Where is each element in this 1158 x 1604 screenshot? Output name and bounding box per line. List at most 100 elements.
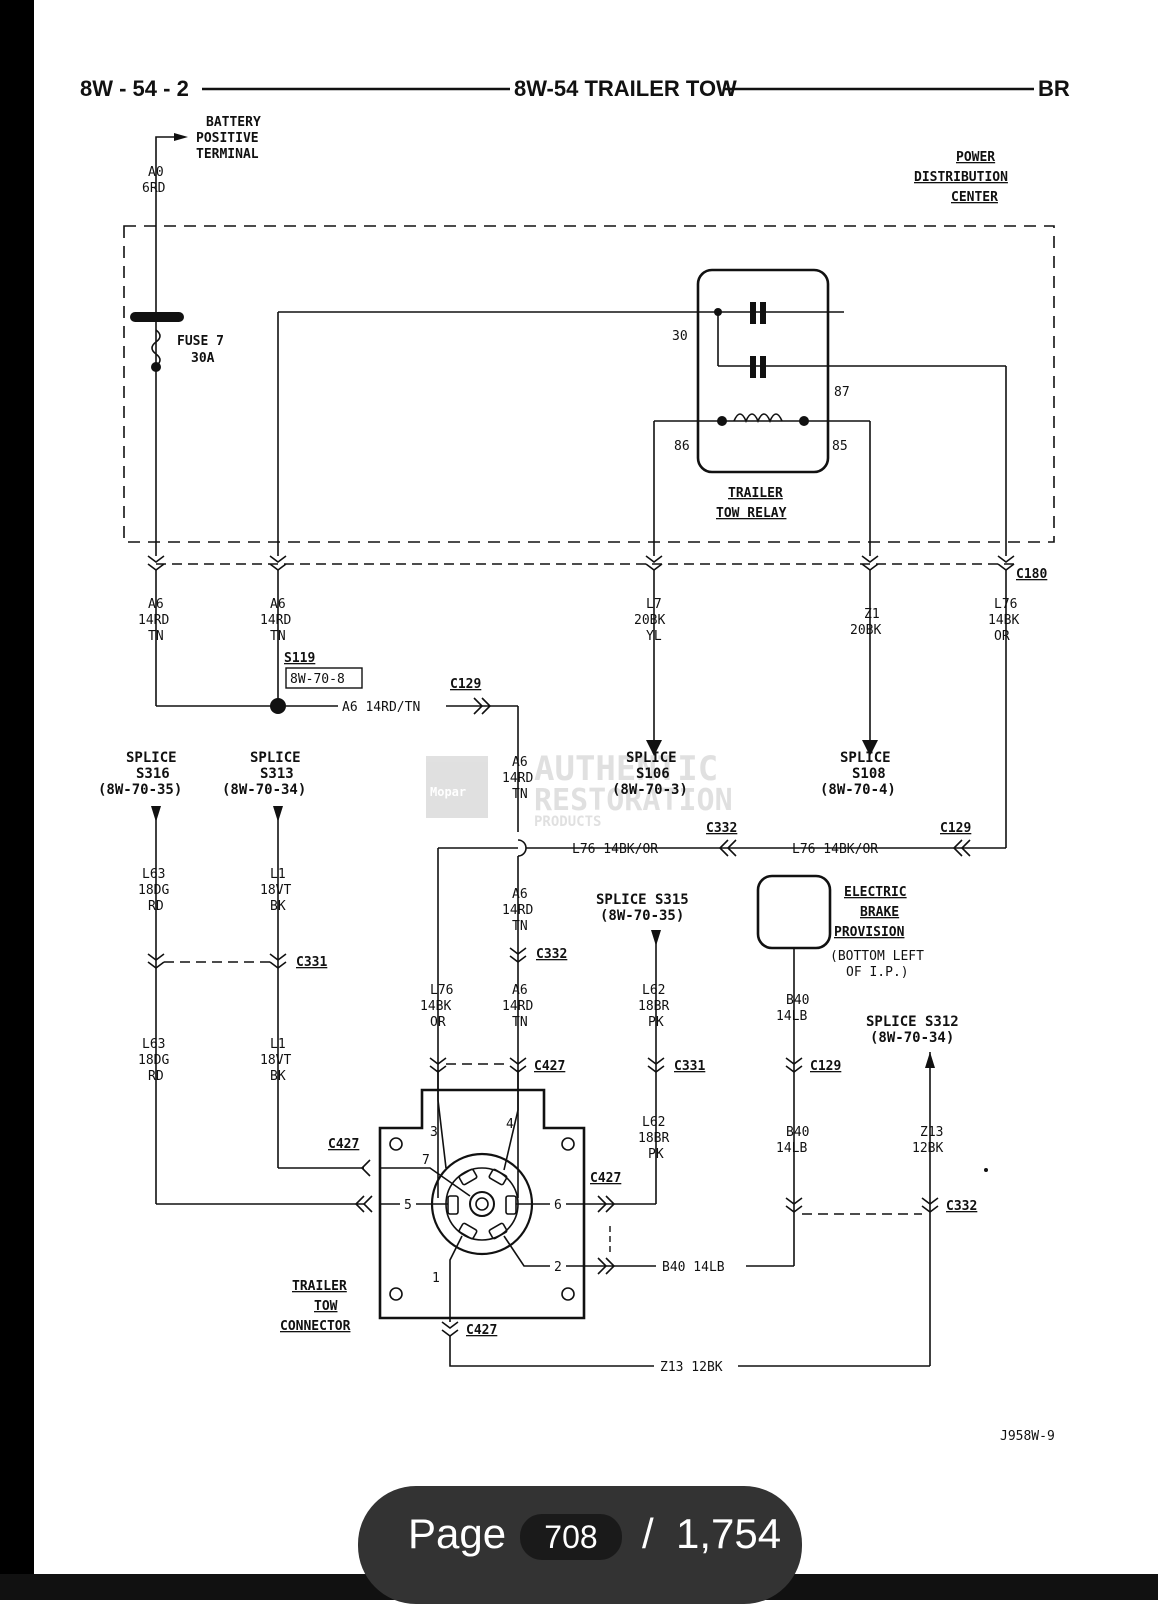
splice-s316-line3: (8W-70-35) — [98, 782, 182, 798]
connector-pin-1: 1 — [432, 1271, 440, 1286]
c180-label: C180 — [1016, 567, 1047, 582]
c129-label-right: C129 — [940, 821, 971, 836]
wire-l76-right-label: L76 14BK/OR — [792, 842, 878, 857]
splice-s108-line1: SPLICE — [840, 750, 891, 766]
svg-text:AUTHENTIC: AUTHENTIC — [534, 749, 718, 789]
splice-s312-line1: SPLICE S312 — [866, 1014, 959, 1030]
splice-s316-line2: S316 — [136, 766, 170, 782]
wire-a6-horizontal-label: A6 14RD/TN — [342, 700, 420, 715]
pdc-label-line1: POWER — [956, 150, 995, 165]
connector-pin-4: 4 — [506, 1117, 514, 1132]
splice-s108-line3: (8W-70-4) — [820, 782, 896, 798]
relay-pin-87: 87 — [834, 385, 850, 400]
connector-pin-6: 6 — [554, 1198, 562, 1213]
c427-label-top: C427 — [534, 1059, 565, 1074]
wire-a6-e-gauge: 14RD — [502, 999, 533, 1014]
splice-s315-line1: SPLICE S315 — [596, 892, 689, 908]
wire-l62-a-gauge: 18BR — [638, 999, 669, 1014]
wire-l62-b-tracer: PK — [648, 1147, 664, 1162]
c427-label-left-top: C427 — [328, 1137, 359, 1152]
c332-label-a6: C332 — [536, 947, 567, 962]
c427-label-bottom: C427 — [466, 1323, 497, 1338]
splice-s108-line2: S108 — [852, 766, 886, 782]
c180-connector-pins — [147, 555, 1015, 571]
connector-label-line3: CONNECTOR — [280, 1319, 351, 1334]
wire-b40-a-circuit: B40 — [786, 993, 809, 1008]
battery-label-line3: TERMINAL — [196, 147, 259, 162]
page-title: 8W-54 TRAILER TOW — [514, 76, 737, 101]
svg-text:RESTORATION: RESTORATION — [534, 783, 733, 818]
pdc-outline — [123, 225, 1055, 543]
wiring-diagram: 8W - 54 - 2 8W-54 TRAILER TOW BR BATTERY… — [80, 76, 1070, 1444]
wire-a6-left-gauge: 14RD — [138, 613, 169, 628]
trailer-tow-connector — [378, 1088, 586, 1320]
page-indicator: Page 708 / 1,754 — [358, 1486, 802, 1604]
brake-label-line2: BRAKE — [860, 905, 899, 920]
connector-pin-2: 2 — [554, 1260, 562, 1275]
fuse-7-symbol — [130, 312, 184, 322]
wire-z13-horizontal-label: Z13 12BK — [660, 1360, 723, 1375]
splice-s313-line2: S313 — [260, 766, 294, 782]
trailer-tow-relay — [696, 268, 830, 474]
connector-pin-7: 7 — [422, 1153, 430, 1168]
c331-label-right: C331 — [674, 1059, 705, 1074]
wire-a6-d-circuit: A6 — [512, 887, 528, 902]
wire-l76-tracer: OR — [994, 629, 1010, 644]
header-model-code: BR — [1038, 76, 1070, 101]
wire-a6-right-circuit: A6 — [270, 597, 286, 612]
battery-label-line2: POSITIVE — [196, 131, 259, 146]
wire-a6-e-tracer: TN — [512, 1015, 528, 1030]
wire-a6-c-circuit: A6 — [512, 755, 528, 770]
splice-s106-line1: SPLICE — [626, 750, 677, 766]
wire-a6-right-gauge: 14RD — [260, 613, 291, 628]
brake-label-line4: (BOTTOM LEFT — [830, 949, 924, 964]
wire-l62-a-tracer: PK — [648, 1015, 664, 1030]
svg-text:PRODUCTS: PRODUCTS — [534, 814, 601, 830]
c427-label-right: C427 — [590, 1171, 621, 1186]
splice-s313-line3: (8W-70-34) — [222, 782, 306, 798]
connector-pin-5: 5 — [404, 1198, 412, 1213]
pdc-label-line3: CENTER — [951, 190, 998, 205]
c129-label-top: C129 — [450, 677, 481, 692]
pdc-label-line2: DISTRIBUTION — [914, 170, 1008, 185]
relay-pin-30: 30 — [672, 329, 688, 344]
splice-s119-ref: 8W-70-8 — [290, 672, 345, 687]
relay-label-line2: TOW RELAY — [716, 506, 787, 521]
splice-s106-line2: S106 — [636, 766, 670, 782]
wire-l76-b-tracer: OR — [430, 1015, 446, 1030]
fuse-label-line1: FUSE 7 — [177, 334, 224, 349]
wire-l76-b-gauge: 14BK — [420, 999, 451, 1014]
battery-label-line1: BATTERY — [206, 115, 261, 130]
watermark: Mopar AUTHENTIC RESTORATION PRODUCTS — [426, 749, 733, 830]
splice-s119-dot — [270, 698, 286, 714]
relay-pin-86: 86 — [674, 439, 690, 454]
page-separator: / — [642, 1510, 654, 1557]
wire-z1-gauge: 20BK — [850, 623, 881, 638]
wire-a6-d-gauge: 14RD — [502, 903, 533, 918]
wire-l76-gauge: 14BK — [988, 613, 1019, 628]
brake-label-line5: OF I.P.) — [846, 965, 909, 980]
wire-l7-gauge: 20BK — [634, 613, 665, 628]
wire-l63-a-gauge: 18DG — [138, 883, 169, 898]
wire-l7-circuit: L7 — [646, 597, 662, 612]
wire-l62-a-circuit: L62 — [642, 983, 665, 998]
figure-id: J958W-9 — [1000, 1429, 1055, 1444]
brake-label-line1: ELECTRIC — [844, 885, 907, 900]
wire-a6-c-gauge: 14RD — [502, 771, 533, 786]
fuse-label-line2: 30A — [191, 351, 215, 366]
viewer-left-edge — [0, 0, 34, 1600]
wire-l62-b-gauge: 18BR — [638, 1131, 669, 1146]
wire-l1-b-tracer: BK — [270, 1069, 286, 1084]
splice-s119-label: S119 — [284, 651, 315, 666]
wire-a6-c-tracer: TN — [512, 787, 528, 802]
wire-l63-b-tracer: RD — [148, 1069, 164, 1084]
connector-label-line1: TRAILER — [292, 1279, 347, 1294]
wire-a6-right-tracer: TN — [270, 629, 286, 644]
wire-l76-circuit: L76 — [994, 597, 1017, 612]
connector-pin-3: 3 — [430, 1125, 438, 1140]
c129-label-bottom: C129 — [810, 1059, 841, 1074]
relay-pin-85: 85 — [832, 439, 848, 454]
c332-label-right: C332 — [946, 1199, 977, 1214]
wire-a6-d-tracer: TN — [512, 919, 528, 934]
page-number-input[interactable]: 708 — [520, 1514, 622, 1560]
